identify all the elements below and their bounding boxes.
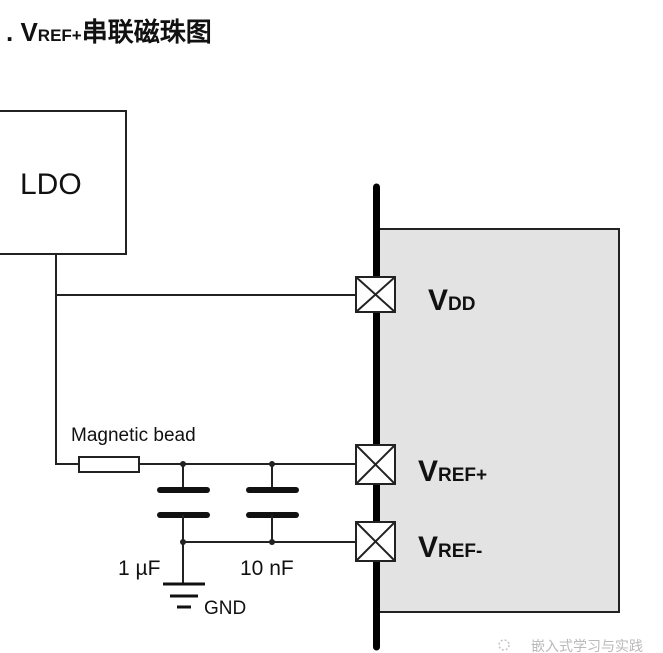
ldo-label: LDO [20,168,82,201]
pad-vref-minus [355,521,396,562]
pin-vdd-main: V [428,284,448,317]
pad-vref-plus [355,444,396,485]
capacitor-1uf [157,461,210,584]
pad-vdd [355,276,396,313]
mcu-chip-body [377,228,620,613]
pin-label-vdd: VDD [428,284,475,317]
capacitor-10nf-label: 10 nF [240,557,294,580]
pin-label-vref-minus: VREF- [418,531,482,564]
title-prefix: . V [6,17,38,47]
pin-vdd-sub: DD [448,294,475,315]
pin-vref-minus-sub: REF- [438,541,482,562]
capacitor-10nf [246,461,299,545]
ground-label: GND [204,598,246,619]
bead-label: Magnetic bead [71,425,196,446]
magnetic-bead [78,456,140,473]
watermark-text: 嵌入式学习与实践 [531,639,643,653]
pin-vref-plus-main: V [418,455,438,488]
pin-vref-plus-sub: REF+ [438,465,487,486]
ldo-box [0,110,127,255]
title-suffix: 串联磁珠图 [81,17,212,47]
capacitor-1uf-label: 1 µF [118,557,160,580]
figure-title: . VREF+串联磁珠图 [6,12,212,49]
title-subscript: REF+ [37,26,82,45]
pin-label-vref-plus: VREF+ [418,455,487,488]
ground-icon [163,582,205,609]
pin-vref-minus-main: V [418,531,438,564]
watermark: 嵌入式学习与实践 [498,639,643,653]
